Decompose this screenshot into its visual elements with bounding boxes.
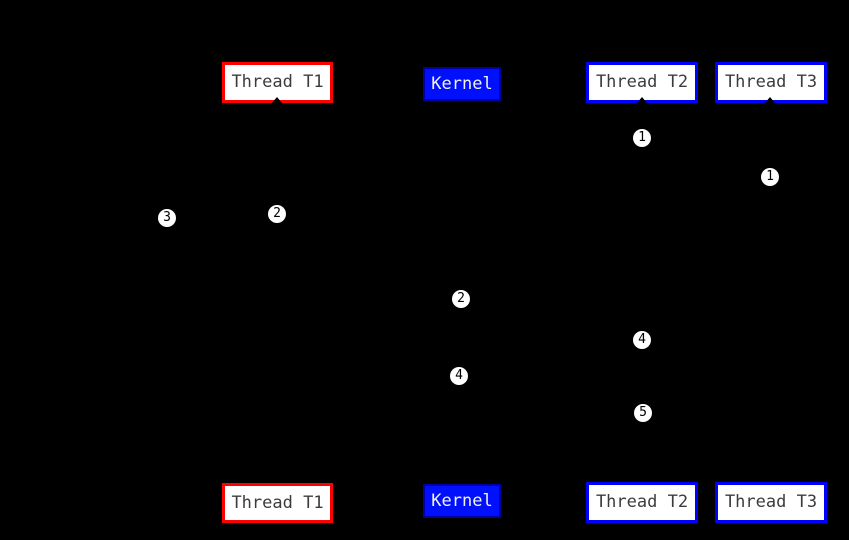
- node-kernel-bottom: Kernel: [423, 484, 501, 518]
- event-marker-t2-5: 5: [634, 404, 652, 422]
- node-label-kernel-bottom: Kernel: [431, 490, 493, 511]
- event-marker-t1-2: 2: [268, 205, 286, 223]
- lifeline-arrowhead-icon: [765, 97, 775, 103]
- node-thread-t2-bottom: Thread T2: [586, 482, 698, 523]
- event-marker-left-3: 3: [158, 209, 176, 227]
- event-marker-t2-4: 4: [633, 331, 651, 349]
- lifeline-arrowhead-icon: [272, 97, 282, 103]
- node-label-thread-t1-top: Thread T1: [231, 72, 324, 92]
- node-thread-t3-bottom: Thread T3: [715, 482, 827, 523]
- node-label-kernel-top: Kernel: [431, 73, 493, 94]
- lifeline-arrowhead-icon: [637, 97, 647, 103]
- lifeline-arrowhead-icon: [272, 479, 282, 486]
- node-label-thread-t1-bottom: Thread T1: [231, 492, 324, 513]
- event-number: 1: [638, 130, 646, 145]
- event-number: 3: [163, 210, 171, 225]
- node-label-thread-t2-top: Thread T2: [595, 72, 689, 92]
- node-label-thread-t3-top: Thread T3: [724, 72, 818, 92]
- event-number: 1: [766, 169, 774, 184]
- event-marker-kernel-4: 4: [450, 367, 468, 385]
- event-number: 4: [455, 368, 463, 383]
- node-label-thread-t3-bottom: Thread T3: [724, 492, 818, 512]
- node-label-thread-t2-bottom: Thread T2: [595, 492, 689, 512]
- event-marker-t3-1: 1: [761, 168, 779, 186]
- event-marker-kernel-2: 2: [452, 290, 470, 308]
- event-number: 4: [638, 332, 646, 347]
- node-thread-t3-top: Thread T3: [715, 62, 827, 103]
- event-number: 5: [639, 405, 647, 420]
- node-thread-t1-top: Thread T1: [222, 62, 333, 103]
- node-thread-t1-bottom: Thread T1: [222, 483, 333, 523]
- event-number: 2: [457, 291, 465, 306]
- node-kernel-top: Kernel: [423, 67, 501, 101]
- event-number: 2: [273, 206, 281, 221]
- event-marker-t2-1: 1: [633, 129, 651, 147]
